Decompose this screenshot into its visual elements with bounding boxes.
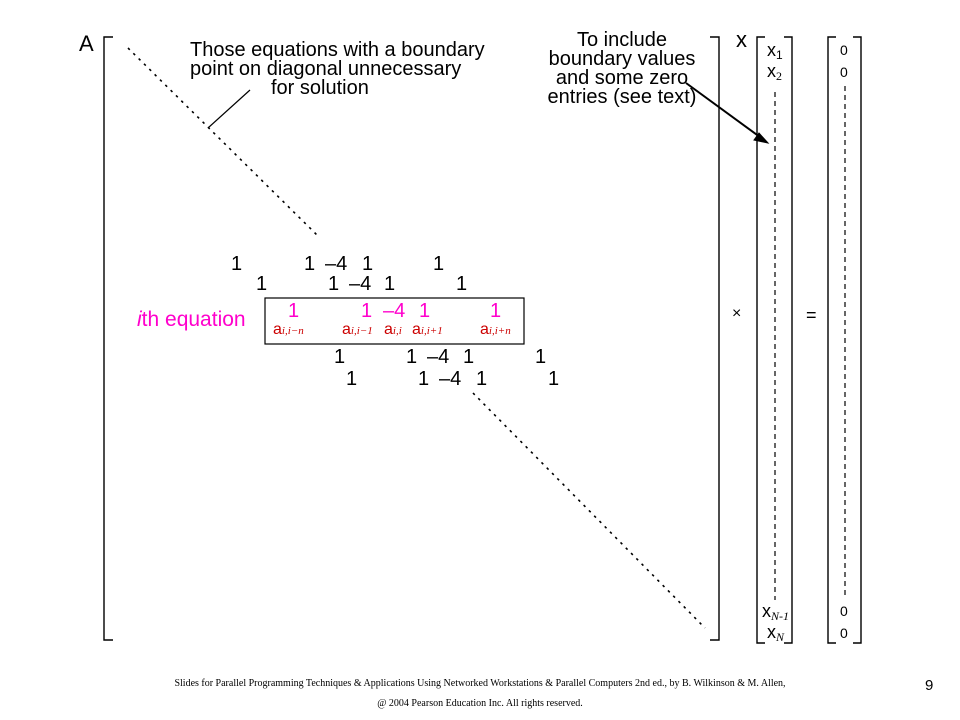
row5-coef-1: 1	[346, 368, 358, 390]
x-entry-n-letter: x	[767, 622, 776, 642]
callout-right-line-2: boundary values	[548, 48, 696, 70]
ith-coef-3: –4	[383, 300, 406, 322]
ith-a-sub-5: i,i+n	[488, 325, 511, 337]
row1-coef-2: 1	[304, 253, 316, 275]
vector-x-label: x	[736, 27, 747, 52]
ith-equation-text: th equation	[141, 308, 246, 331]
ith-a-label-5: ai,i+n	[480, 321, 511, 339]
row2-coef-1: 1	[256, 273, 268, 295]
zero-entry-2: 0	[840, 64, 848, 80]
x-entry-1: x1	[767, 40, 783, 62]
ith-a-letter-3: a	[384, 321, 393, 338]
ith-a-label-4: ai,i+1	[412, 321, 443, 339]
zero-vector-left-bracket	[827, 36, 836, 644]
x-entry-1-sub: 1	[776, 48, 783, 62]
x-entry-n-minus-1: xN-1	[762, 601, 789, 624]
callout-right-line-3: and some zero	[555, 67, 689, 89]
zero-entry-1: 0	[840, 42, 848, 58]
x-entry-n-sub: N	[776, 630, 785, 644]
x-entry-n-minus-1-sub: N-1	[771, 609, 789, 623]
callout-left-pointer	[207, 89, 251, 129]
x-entry-n-minus-1-letter: x	[762, 601, 771, 621]
row5-coef-4: 1	[476, 368, 488, 390]
callout-left-line-1: Those equations with a boundary	[190, 39, 485, 61]
x-vector-left-bracket	[756, 36, 765, 644]
row1-coef-5: 1	[433, 253, 445, 275]
row4-coef-3: –4	[427, 346, 450, 368]
ith-a-sub-4: i,i+1	[420, 325, 443, 337]
ith-a-letter-4: a	[412, 321, 421, 338]
diagonal-lower-dotted	[472, 392, 706, 629]
matrix-a-right-bracket	[710, 36, 720, 641]
callout-left-line-2: point on diagonal unnecessary	[190, 58, 462, 80]
row1-coef-4: 1	[362, 253, 374, 275]
ith-coef-4: 1	[419, 300, 431, 322]
ith-a-sub-2: i,i−1	[350, 325, 373, 337]
footer-line-2: @ 2004 Pearson Education Inc. All rights…	[377, 698, 583, 709]
x-entry-2-sub: 2	[776, 69, 782, 83]
callout-right-line-1: To include	[576, 29, 668, 51]
ith-a-letter-2: a	[342, 321, 351, 338]
row1-coef-3: –4	[325, 253, 348, 275]
row1-coef-1: 1	[231, 253, 243, 275]
callout-right-arrow-line	[685, 82, 765, 141]
ith-equation-box	[264, 297, 525, 345]
row4-coef-2: 1	[406, 346, 418, 368]
row4-coef-5: 1	[535, 346, 547, 368]
x-entry-2: x2	[767, 61, 782, 84]
x-entry-2-letter: x	[767, 61, 776, 81]
callout-left-line-3: for solution	[271, 77, 369, 99]
times-symbol: ×	[732, 305, 742, 322]
row5-coef-3: –4	[439, 368, 462, 390]
row2-coef-3: –4	[349, 273, 372, 295]
matrix-a-left-bracket	[103, 36, 113, 641]
ith-a-letter-5: a	[480, 321, 489, 338]
ith-a-label-2: ai,i−1	[342, 321, 373, 339]
row4-coef-1: 1	[334, 346, 346, 368]
row5-coef-5: 1	[548, 368, 560, 390]
ith-a-sub-1: i,i−n	[281, 325, 304, 337]
page-number: 9	[925, 677, 934, 694]
x-vector-right-bracket	[784, 36, 793, 644]
ith-coef-5: 1	[490, 300, 502, 322]
footer-line-1: Slides for Parallel Programming Techniqu…	[174, 678, 786, 689]
ith-coef-1: 1	[288, 300, 300, 322]
callout-right-line-4: entries (see text)	[547, 86, 697, 108]
equals-symbol: =	[806, 305, 817, 325]
ith-a-letter-1: a	[273, 321, 282, 338]
callout-right-arrowhead	[753, 132, 770, 144]
ith-a-sub-3: i,i	[392, 325, 402, 337]
ith-equation-label: ith equation	[137, 309, 246, 330]
row2-coef-5: 1	[456, 273, 468, 295]
ith-a-label-1: ai,i−n	[273, 321, 304, 339]
zero-entry-4: 0	[840, 625, 848, 641]
zero-entry-3: 0	[840, 603, 848, 619]
ith-coef-2: 1	[361, 300, 373, 322]
row2-coef-4: 1	[384, 273, 396, 295]
row4-coef-4: 1	[463, 346, 475, 368]
ith-a-label-3: ai,i	[384, 321, 402, 339]
ith-equation-i: i	[137, 308, 142, 331]
x-entry-n: xN	[767, 622, 784, 645]
row5-coef-2: 1	[418, 368, 430, 390]
matrix-a-label: A	[79, 31, 94, 56]
zero-vector-right-bracket	[853, 36, 862, 644]
row2-coef-2: 1	[328, 273, 340, 295]
x-entry-1-letter: x	[767, 40, 776, 60]
